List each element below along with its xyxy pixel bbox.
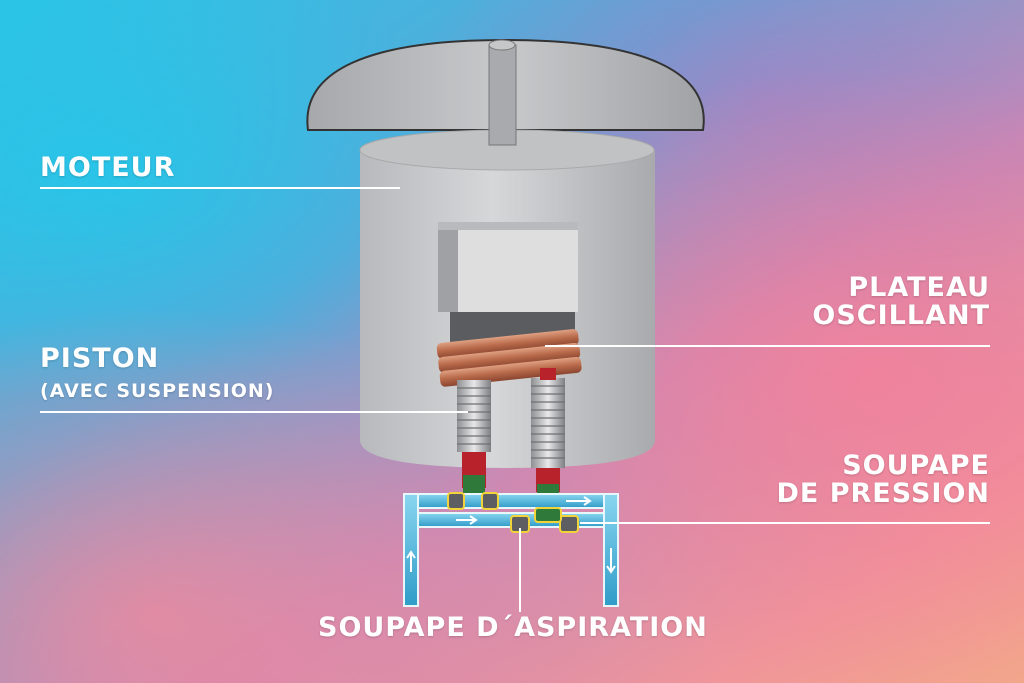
label-piston-sub-text: (AVEC SUSPENSION) (40, 380, 275, 402)
piston-spring-left (457, 380, 491, 452)
flow-arrows (406, 496, 616, 574)
label-plateau-oscillant: PLATEAU OSCILLANT (812, 272, 990, 332)
swash-plate (436, 329, 582, 387)
label-piston-text: PISTON (40, 343, 160, 374)
pipe-circuit (403, 493, 619, 607)
leader-lines (40, 187, 990, 612)
label-soupape-pression-line1: SOUPAPE (842, 450, 990, 481)
label-plateau-line1: PLATEAU (848, 272, 990, 303)
label-plateau-line2: OSCILLANT (812, 300, 990, 332)
label-soupape-aspiration-text: SOUPAPE D´ASPIRATION (318, 612, 708, 643)
label-soupape-aspiration: SOUPAPE D´ASPIRATION (318, 612, 708, 643)
valve-connectors (447, 492, 579, 533)
piston-rod-left (462, 452, 486, 497)
motor-shaft (488, 39, 517, 146)
label-piston: PISTON (40, 343, 160, 374)
label-moteur-text: MOTEUR (40, 152, 176, 183)
label-moteur: MOTEUR (40, 152, 176, 183)
piston-spring-right (531, 368, 565, 468)
label-soupape-pression: SOUPAPE DE PRESSION (776, 450, 990, 510)
label-soupape-pression-line2: DE PRESSION (776, 478, 990, 510)
label-piston-sub: (AVEC SUSPENSION) (40, 380, 275, 402)
